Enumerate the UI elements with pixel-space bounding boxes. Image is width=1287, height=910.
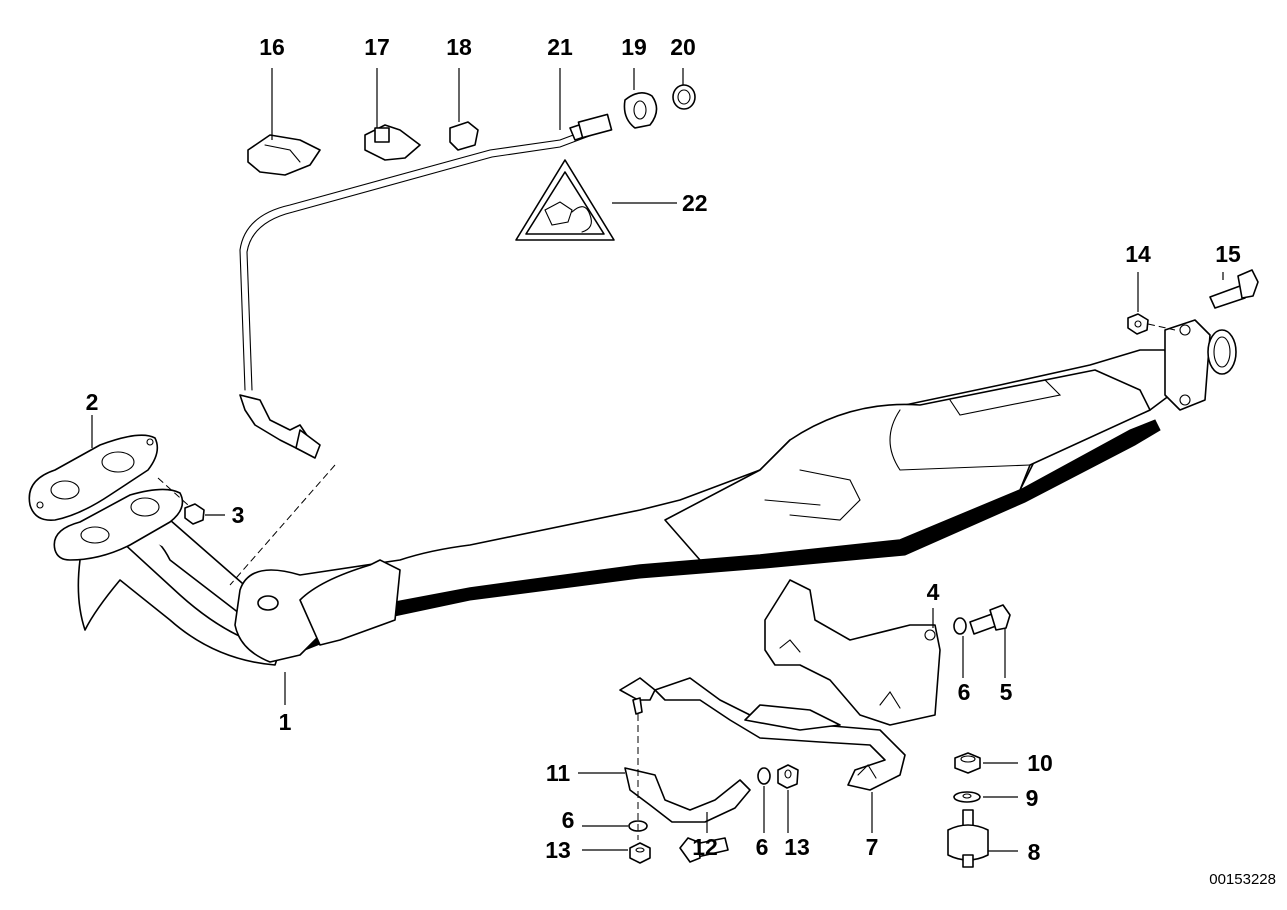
callout-17: 17 bbox=[364, 34, 390, 60]
callout-18: 18 bbox=[446, 34, 472, 60]
washer-6-center[interactable] bbox=[757, 767, 771, 785]
ring-20[interactable] bbox=[672, 84, 696, 110]
callout-20: 20 bbox=[670, 34, 696, 60]
bracket-4[interactable] bbox=[764, 579, 941, 726]
diagram-reference-number: 00153228 bbox=[1209, 871, 1276, 888]
exhaust-pipe-with-catalytic-converter[interactable] bbox=[77, 319, 1237, 666]
callout-22: 22 bbox=[682, 190, 708, 216]
clamp-11[interactable] bbox=[619, 677, 751, 823]
callout-9: 9 bbox=[1026, 785, 1039, 811]
callout-11: 11 bbox=[546, 760, 571, 786]
hex-nut-14[interactable] bbox=[1127, 313, 1149, 335]
callout-8: 8 bbox=[1028, 839, 1041, 865]
clamp-19[interactable] bbox=[623, 92, 658, 129]
callout-21: 21 bbox=[547, 34, 573, 60]
hex-nut-3[interactable] bbox=[184, 503, 205, 525]
guide-line-gasket-nut bbox=[157, 477, 189, 506]
callout-7: 7 bbox=[866, 834, 879, 860]
cable-holder-17[interactable] bbox=[364, 124, 421, 161]
callout-1: 1 bbox=[279, 709, 292, 735]
callout-4: 4 bbox=[927, 579, 940, 605]
washer-9[interactable] bbox=[953, 791, 981, 803]
warning-triangle-icon bbox=[515, 159, 615, 241]
oxygen-sensor-cable[interactable] bbox=[239, 113, 613, 459]
grommet-18[interactable] bbox=[449, 121, 479, 151]
bolt-15[interactable] bbox=[1209, 269, 1259, 309]
callout-13-center: 13 bbox=[784, 834, 810, 860]
rubber-mount-8[interactable] bbox=[947, 809, 989, 868]
callout-6-center: 6 bbox=[756, 834, 769, 860]
callout-6-left: 6 bbox=[562, 807, 575, 833]
hex-nut-13-left[interactable] bbox=[629, 842, 651, 864]
bracket-7[interactable] bbox=[654, 677, 906, 791]
callout-2: 2 bbox=[86, 389, 99, 415]
manifold-flange bbox=[53, 488, 184, 561]
stud-bolt bbox=[632, 697, 643, 715]
hex-nut-10[interactable] bbox=[954, 752, 981, 774]
callout-19: 19 bbox=[621, 34, 647, 60]
washer-6-upper[interactable] bbox=[953, 617, 967, 635]
callout-15: 15 bbox=[1215, 241, 1241, 267]
callout-6-upper: 6 bbox=[958, 679, 971, 705]
manifold-gasket[interactable] bbox=[28, 434, 159, 522]
bolt-12[interactable] bbox=[679, 837, 729, 863]
guide-line-flange-nut bbox=[1147, 323, 1176, 331]
callout-10: 10 bbox=[1027, 750, 1053, 776]
bolt-5[interactable] bbox=[969, 604, 1011, 635]
callout-3: 3 bbox=[232, 502, 245, 528]
hex-nut-13-center[interactable] bbox=[777, 764, 799, 789]
callout-12: 12 bbox=[692, 834, 718, 860]
guide-line-sensor bbox=[229, 464, 336, 586]
callout-16: 16 bbox=[259, 34, 285, 60]
leader-lines bbox=[91, 68, 1224, 852]
cable-clip-16[interactable] bbox=[247, 134, 321, 176]
callout-14: 14 bbox=[1125, 241, 1151, 267]
callout-5: 5 bbox=[1000, 679, 1013, 705]
callout-13-left: 13 bbox=[545, 837, 571, 863]
